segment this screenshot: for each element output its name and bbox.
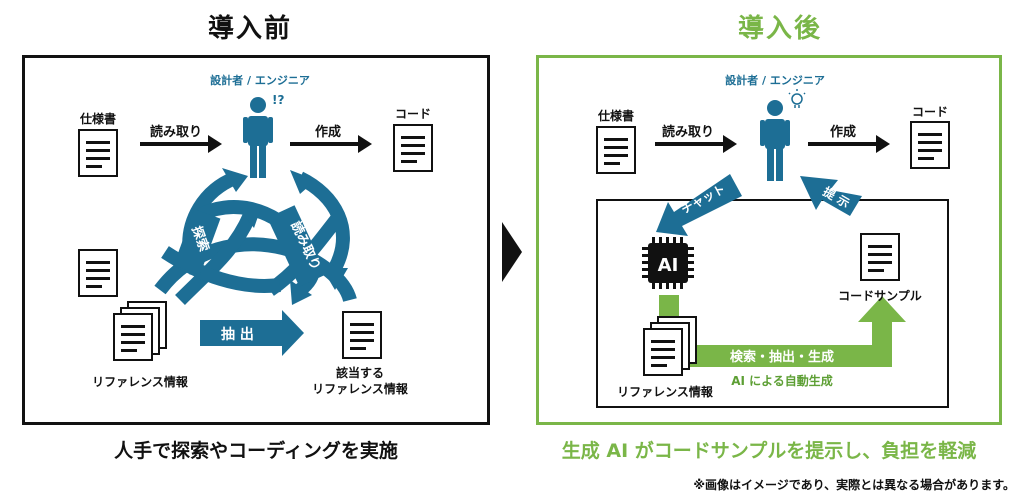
create-arrow [290, 135, 372, 153]
after-person-icon [760, 100, 790, 181]
spec-document-icon [78, 129, 118, 177]
read-arrow [140, 135, 222, 153]
before-spec-label: 仕様書 [79, 112, 116, 126]
present-arrow [800, 176, 862, 216]
auto-gen-label: AI による自動生成 [731, 374, 833, 388]
after-caption: 生成 AI がコードサンプルを提示し、負担を軽減 [561, 440, 977, 462]
after-panel [536, 55, 1002, 425]
question-icon: !? [272, 93, 284, 107]
after-diagram: チャット 提 示 AI 検索・抽出・生成 [596, 89, 950, 408]
ai-system-box [596, 199, 949, 408]
before-relevant-label-2: リファレンス情報 [312, 382, 408, 396]
ai-to-reference-connector [659, 295, 679, 317]
standalone-document-icon [78, 249, 118, 297]
after-code-document-icon [910, 121, 950, 169]
after-read-arrow [655, 135, 737, 153]
lightbulb-icon [788, 89, 806, 108]
after-code-label: コード [911, 105, 948, 119]
after-read-label: 読み取り [661, 125, 714, 140]
after-create-arrow [808, 135, 890, 153]
before-panel [22, 55, 490, 425]
read-band [267, 205, 327, 287]
pipeline-label: 検索・抽出・生成 [730, 349, 834, 365]
after-reference-label: リファレンス情報 [617, 385, 713, 399]
footnote: ※画像はイメージであり、実際とは異なる場合があります。 [693, 478, 1015, 492]
before-caption: 人手で探索やコーディングを実施 [114, 440, 398, 462]
before-reference-label: リファレンス情報 [92, 375, 188, 389]
relevant-document-icon [342, 311, 382, 359]
ai-chip-label: AI [658, 255, 679, 276]
chevron-right-icon [502, 222, 522, 282]
before-read-label: 読み取り [149, 125, 202, 140]
reference-stack-icon [113, 301, 167, 361]
code-sample-document-icon [860, 233, 900, 281]
person-icon [243, 97, 273, 178]
before-relevant-label-1: 該当する [335, 366, 384, 380]
extract-arrow [200, 310, 304, 356]
after-person-label: 設計者 / エンジニア [725, 74, 825, 87]
pipeline-arrow [690, 296, 906, 367]
after-spec-label: 仕様書 [597, 109, 634, 123]
after-reference-stack-icon [643, 316, 697, 376]
svg-text:!?: !? [272, 93, 284, 107]
before-code-label: コード [394, 107, 431, 121]
after-title: 導入後 [737, 14, 822, 44]
ai-chip-icon [642, 237, 694, 289]
code-document-icon [393, 124, 433, 172]
code-sample-label: コードサンプル [838, 289, 922, 303]
after-create-label: 作成 [829, 125, 856, 140]
after-spec-document-icon [596, 126, 636, 174]
before-title: 導入前 [207, 14, 292, 44]
before-diagram: !? 探索 読み取り [78, 93, 433, 361]
chat-arrow [656, 174, 742, 236]
before-create-label: 作成 [314, 125, 341, 140]
search-band [173, 209, 221, 275]
extract-label: 抽 出 [221, 326, 254, 343]
before-person-label: 設計者 / エンジニア [210, 74, 310, 87]
